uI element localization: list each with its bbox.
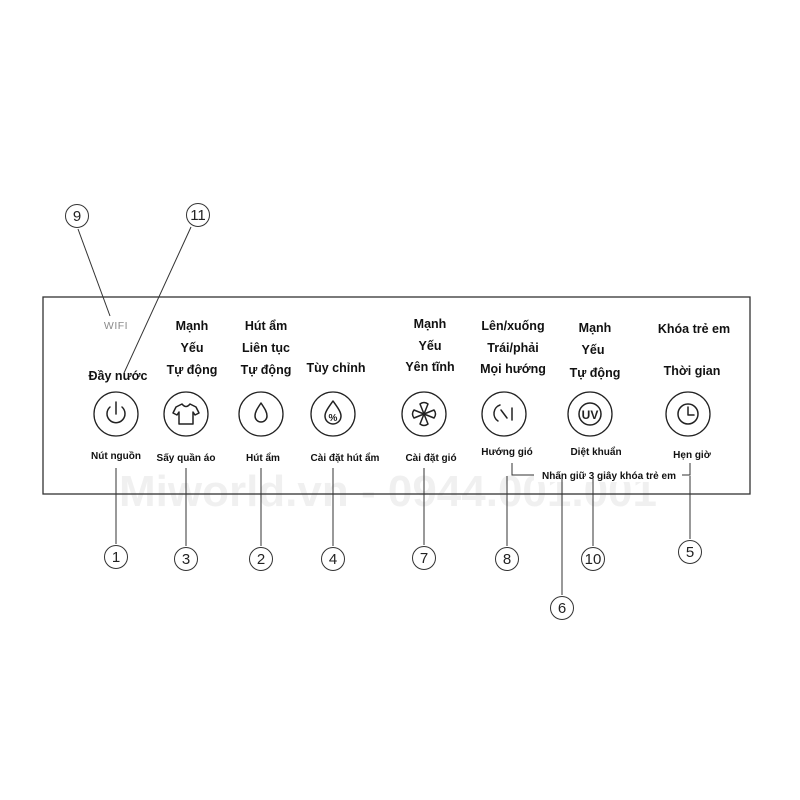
power-button-label: Nút nguồn xyxy=(91,450,141,462)
svg-text:10: 10 xyxy=(585,551,602,568)
dehumidify-button-label: Hút ẩm xyxy=(246,452,280,464)
callout-6: 6 xyxy=(550,596,574,620)
panel-outline xyxy=(42,296,751,495)
humidity-setting-button-label: Cài đặt hút ẩm xyxy=(311,452,380,464)
callout-wifi: 9 xyxy=(65,204,89,228)
svg-text:%: % xyxy=(329,413,338,424)
swing-mode-horizontal: Trái/phải xyxy=(487,341,538,355)
uv-icon: UV xyxy=(578,402,602,426)
timer-button-group: Khóa trẻ em Thời gian Hẹn giờ xyxy=(658,322,730,461)
clothes-mode-auto: Tự động xyxy=(167,363,218,377)
svg-text:9: 9 xyxy=(73,208,81,225)
dehumidify-button[interactable] xyxy=(238,391,284,437)
callout-4: 4 xyxy=(321,547,345,571)
wifi-leader-line xyxy=(77,228,111,317)
svg-text:7: 7 xyxy=(420,550,428,567)
svg-text:11: 11 xyxy=(190,207,206,224)
callout-3: 3 xyxy=(174,547,198,571)
callout-1: 1 xyxy=(104,545,128,569)
swing-button-group: Lên/xuống Trái/phải Mọi hướng Hướng gió xyxy=(480,319,546,458)
uv-button-group: Mạnh Yếu Tự động UV Diệt khuẩn xyxy=(567,321,622,458)
power-icon xyxy=(106,401,126,424)
fan-mode-weak: Yếu xyxy=(419,339,442,353)
timer-button[interactable] xyxy=(665,391,711,437)
shirt-icon xyxy=(172,403,200,425)
fan-mode-strong: Mạnh xyxy=(414,317,447,331)
fan-setting-button[interactable] xyxy=(401,391,447,437)
power-button-group: Đầy nước Nút nguồn xyxy=(89,369,148,462)
power-button[interactable] xyxy=(93,391,139,437)
clothes-dry-button[interactable] xyxy=(163,391,209,437)
svg-text:6: 6 xyxy=(558,600,566,617)
uv-mode-auto: Tự động xyxy=(570,366,621,380)
svg-text:8: 8 xyxy=(503,551,511,568)
uv-mode-weak: Yếu xyxy=(582,343,605,357)
timer-time-label: Thời gian xyxy=(664,364,721,378)
svg-text:1: 1 xyxy=(112,549,120,566)
callout-full-water: 11 xyxy=(186,203,210,227)
callout-2: 2 xyxy=(249,547,273,571)
svg-text:UV: UV xyxy=(582,408,599,422)
dehumidify-mode-dry: Hút ẩm xyxy=(245,319,287,333)
wifi-label: WIFI xyxy=(104,320,128,332)
clothes-dry-button-label: Sấy quần áo xyxy=(157,452,216,464)
clock-icon xyxy=(677,403,699,425)
humidity-mode-custom: Tùy chỉnh xyxy=(306,361,365,375)
full-water-leader-line xyxy=(123,226,192,374)
clothes-dry-button-group: Mạnh Yếu Tự động Sấy quần áo xyxy=(157,319,218,464)
swing-button[interactable] xyxy=(481,391,527,437)
fan-setting-button-label: Cài đặt gió xyxy=(405,453,456,464)
timer-button-label: Hẹn giờ xyxy=(673,450,712,461)
callout-7: 7 xyxy=(412,546,436,570)
swing-mode-all: Mọi hướng xyxy=(480,362,546,376)
uv-button[interactable]: UV xyxy=(567,391,613,437)
dehumidify-mode-continuous: Liên tục xyxy=(242,341,290,355)
child-lock-label: Khóa trẻ em xyxy=(658,322,730,336)
clothes-mode-weak: Yếu xyxy=(181,341,204,355)
dehumidify-button-group: Hút ẩm Liên tục Tự động Hút ẩm xyxy=(238,319,292,464)
svg-text:5: 5 xyxy=(686,544,694,561)
swing-button-label: Hướng gió xyxy=(481,447,533,458)
swing-icon xyxy=(493,404,513,422)
fan-setting-button-group: Mạnh Yếu Yên tĩnh Cài đặt gió xyxy=(401,317,457,464)
svg-text:4: 4 xyxy=(329,551,337,568)
fan-icon xyxy=(411,401,437,427)
fan-mode-quiet: Yên tĩnh xyxy=(405,360,454,374)
child-lock-caption-bg xyxy=(534,468,682,482)
svg-text:2: 2 xyxy=(257,551,265,568)
dehumidify-mode-auto: Tự động xyxy=(241,363,292,377)
callout-5: 5 xyxy=(678,540,702,564)
svg-text:3: 3 xyxy=(182,551,190,568)
child-lock-caption: Nhấn giữ 3 giây khóa trẻ em xyxy=(542,470,676,482)
humidity-setting-button[interactable]: % xyxy=(310,391,356,437)
callout-leader-lines xyxy=(115,468,691,595)
callout-8: 8 xyxy=(495,547,519,571)
water-drop-icon xyxy=(254,402,268,423)
uv-mode-strong: Mạnh xyxy=(579,321,612,335)
humidity-percent-icon: % xyxy=(324,400,342,425)
swing-mode-vertical: Lên/xuống xyxy=(481,319,544,333)
clothes-mode-strong: Mạnh xyxy=(176,319,209,333)
callout-10: 10 xyxy=(581,547,605,571)
full-water-indicator-label: Đầy nước xyxy=(89,369,148,383)
humidity-setting-button-group: Tùy chỉnh % Cài đặt hút ẩm xyxy=(306,361,379,464)
uv-button-label: Diệt khuẩn xyxy=(570,446,621,458)
